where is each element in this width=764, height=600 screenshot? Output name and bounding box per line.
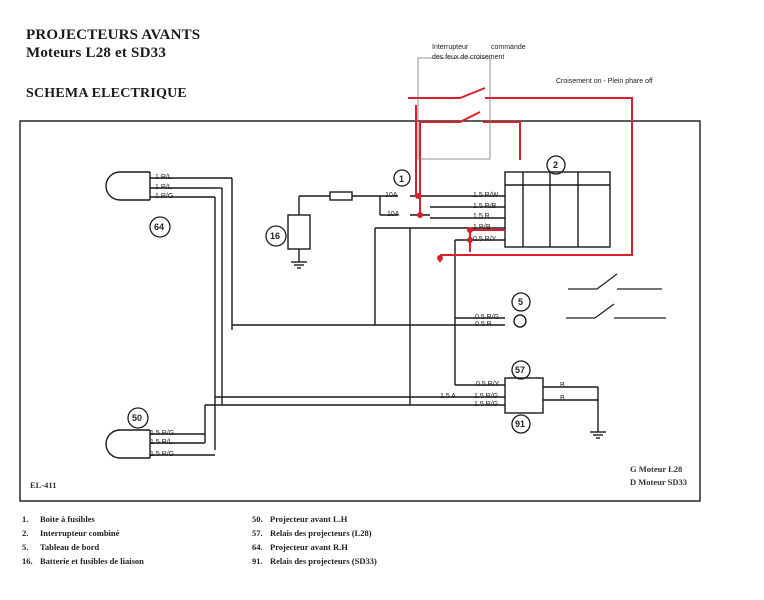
component-91-label: 91 bbox=[515, 419, 526, 429]
fuse-label: 10A bbox=[387, 211, 400, 218]
legend-num: 57. bbox=[252, 528, 263, 538]
wire-label: 1.5 R/G bbox=[150, 451, 175, 458]
switch-annotation-3: des feux de croisement bbox=[432, 54, 505, 61]
diagram-title: PROJECTEURS AVANTS bbox=[26, 27, 201, 43]
wire-label: 1.5 R/G bbox=[474, 401, 499, 408]
wire-label: 1 R/L bbox=[155, 184, 172, 191]
legend-text: Projecteur avant L.H bbox=[270, 514, 348, 524]
red-annotation-wire-top bbox=[408, 87, 633, 256]
legend-right: 50. Projecteur avant L.H 57. Relais des pr… bbox=[252, 514, 377, 570]
wire-label: 1 R/B bbox=[473, 224, 491, 231]
legend-text: Relais des projecteurs (SD33) bbox=[270, 556, 377, 566]
legend-num: 5. bbox=[22, 542, 29, 552]
wire-label: 1.5 A bbox=[440, 393, 456, 400]
relay-terminal: B bbox=[560, 395, 565, 402]
component-2-circle bbox=[546, 155, 566, 175]
component-5-circle bbox=[511, 292, 531, 312]
model-note-g: G Moteur L28 bbox=[630, 464, 683, 474]
switch-annotation-box bbox=[417, 57, 491, 160]
legend-text: Tableau de bord bbox=[40, 542, 100, 552]
legend-left: 1. Boite à fusibles 2. Interrupteur combin… bbox=[22, 514, 144, 570]
wire-label: 0.5 R/Y bbox=[473, 236, 497, 243]
relay-terminal: B bbox=[560, 382, 565, 389]
component-16-label: 16 bbox=[270, 231, 281, 241]
relay-box bbox=[504, 377, 544, 414]
connector-50-shell bbox=[105, 429, 121, 459]
battery-box bbox=[287, 214, 311, 250]
wire-label: 1.5 R/L bbox=[150, 439, 173, 446]
legend-num: 1. bbox=[22, 514, 29, 524]
legend-text: Boite à fusibles bbox=[40, 514, 95, 524]
component-64-label: 64 bbox=[154, 222, 165, 232]
connector-64-shell bbox=[105, 171, 121, 201]
wire-label: 1.5 R bbox=[473, 213, 490, 220]
legend-num: 50. bbox=[252, 514, 263, 524]
diagram-section-title: SCHEMA ELECTRIQUE bbox=[26, 86, 187, 101]
model-note-d: D Moteur SD33 bbox=[630, 477, 687, 487]
wire-label: 1 R/L bbox=[155, 174, 172, 181]
legend-num: 2. bbox=[22, 528, 29, 538]
switch-annotation-1: Interrupteur bbox=[432, 44, 469, 51]
wire-label: 1.5 R/G bbox=[150, 430, 175, 437]
legend-text: Relais des projecteurs (L28) bbox=[270, 528, 372, 538]
legend-text: Interrupteur combiné bbox=[40, 528, 120, 538]
combination-switch-box bbox=[504, 171, 611, 248]
component-50-circle bbox=[127, 407, 149, 429]
diagram-subtitle: Moteurs L28 et SD33 bbox=[26, 45, 167, 61]
state-annotation: Croisement on - Plein phare off bbox=[556, 78, 653, 85]
component-64-circle bbox=[149, 216, 171, 238]
figure-code: EL-411 bbox=[30, 480, 57, 490]
legend-num: 64. bbox=[252, 542, 263, 552]
fusible-link bbox=[329, 191, 353, 201]
legend-text: Projecteur avant R.H bbox=[270, 542, 348, 552]
diagram-frame bbox=[19, 120, 701, 502]
component-2-label: 2 bbox=[553, 160, 559, 170]
wire-label: 1.5 R/B bbox=[473, 203, 497, 210]
component-57-label: 57 bbox=[515, 365, 526, 375]
wire-label: 0.5 R bbox=[475, 321, 492, 328]
wire-label: 1 R/G bbox=[155, 193, 174, 200]
component-16-circle bbox=[265, 225, 287, 247]
wire-label: 0.5 R/Y bbox=[476, 381, 500, 388]
component-1-label: 1 bbox=[399, 174, 405, 184]
component-57-circle bbox=[511, 360, 531, 380]
wire-label: 1.5 R/W bbox=[473, 192, 499, 199]
switch-annotation-2: commande bbox=[491, 44, 526, 51]
component-5-label: 5 bbox=[518, 297, 524, 307]
legend-num: 16. bbox=[22, 556, 33, 566]
fuse-label: 10A bbox=[385, 192, 398, 199]
component-91-circle bbox=[511, 414, 531, 434]
red-annotation-wire-b bbox=[420, 111, 521, 160]
legend-num: 91. bbox=[252, 556, 263, 566]
legend-text: Batterie et fusibles de liaison bbox=[40, 556, 144, 566]
component-50-label: 50 bbox=[132, 413, 143, 423]
wire-label: 1.5 R/G bbox=[474, 393, 499, 400]
component-1-circle bbox=[393, 169, 411, 187]
wire-label: 0.5 R/G bbox=[475, 314, 500, 321]
